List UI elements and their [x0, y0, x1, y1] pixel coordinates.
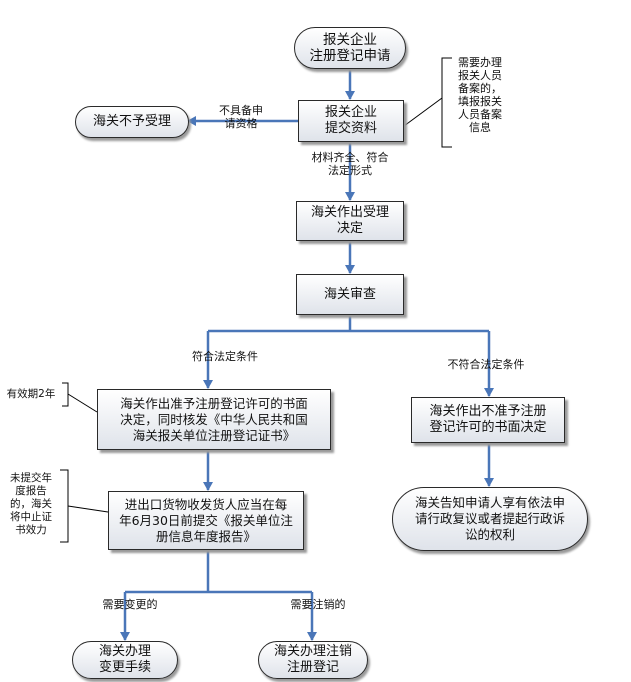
note-bracket-filing: [441, 57, 452, 148]
node-approve: 海关作出准予注册登记许可的书面 决定，同时核发《中华人民共和国 海关报关单位注册…: [97, 389, 331, 450]
note-filing: 需要办理 报关人员 备案的， 填报报关 人员备案 信息: [458, 56, 502, 134]
node-annual: 进出口货物收发货人应当在每 年6月30日前提交《报关单位注 册信息年度报告》: [108, 491, 304, 550]
node-reject: 海关不予受理: [75, 106, 189, 138]
label-complete: 材料齐全、符合 法定形式: [311, 151, 389, 177]
node-accept: 海关作出受理 决定: [296, 201, 404, 241]
label-need-change: 需要变更的: [102, 598, 158, 611]
node-deny: 海关作出不准予注册 登记许可的书面决定: [411, 397, 565, 443]
node-submit: 报关企业 提交资料: [298, 100, 404, 142]
note-validity: 有效期2年: [6, 388, 56, 400]
note-unsubmitted: 未提交年 度报告 的，海关 将中止证 书效力: [10, 472, 52, 536]
note-bracket-unsubmitted: [60, 469, 69, 543]
label-not-qualified: 不具备申 请资格: [219, 104, 263, 130]
note-line-filing: [403, 97, 443, 127]
node-cancel: 海关办理注销 注册登记: [258, 641, 368, 679]
node-notify: 海关告知申请人享有依法申 请行政复议或者提起行政诉 讼的权利: [392, 487, 588, 551]
note-line-unsubmitted: [67, 505, 109, 513]
node-review: 海关审查: [296, 274, 404, 315]
label-meets: 符合法定条件: [192, 350, 258, 363]
note-line-validity: [67, 393, 98, 413]
node-change: 海关办理 变更手续: [72, 641, 178, 679]
node-apply: 报关企业 注册登记申请: [294, 27, 406, 69]
note-bracket-validity: [62, 382, 69, 407]
label-need-cancel: 需要注销的: [290, 598, 346, 611]
label-not-meets: 不符合法定条件: [447, 358, 525, 371]
